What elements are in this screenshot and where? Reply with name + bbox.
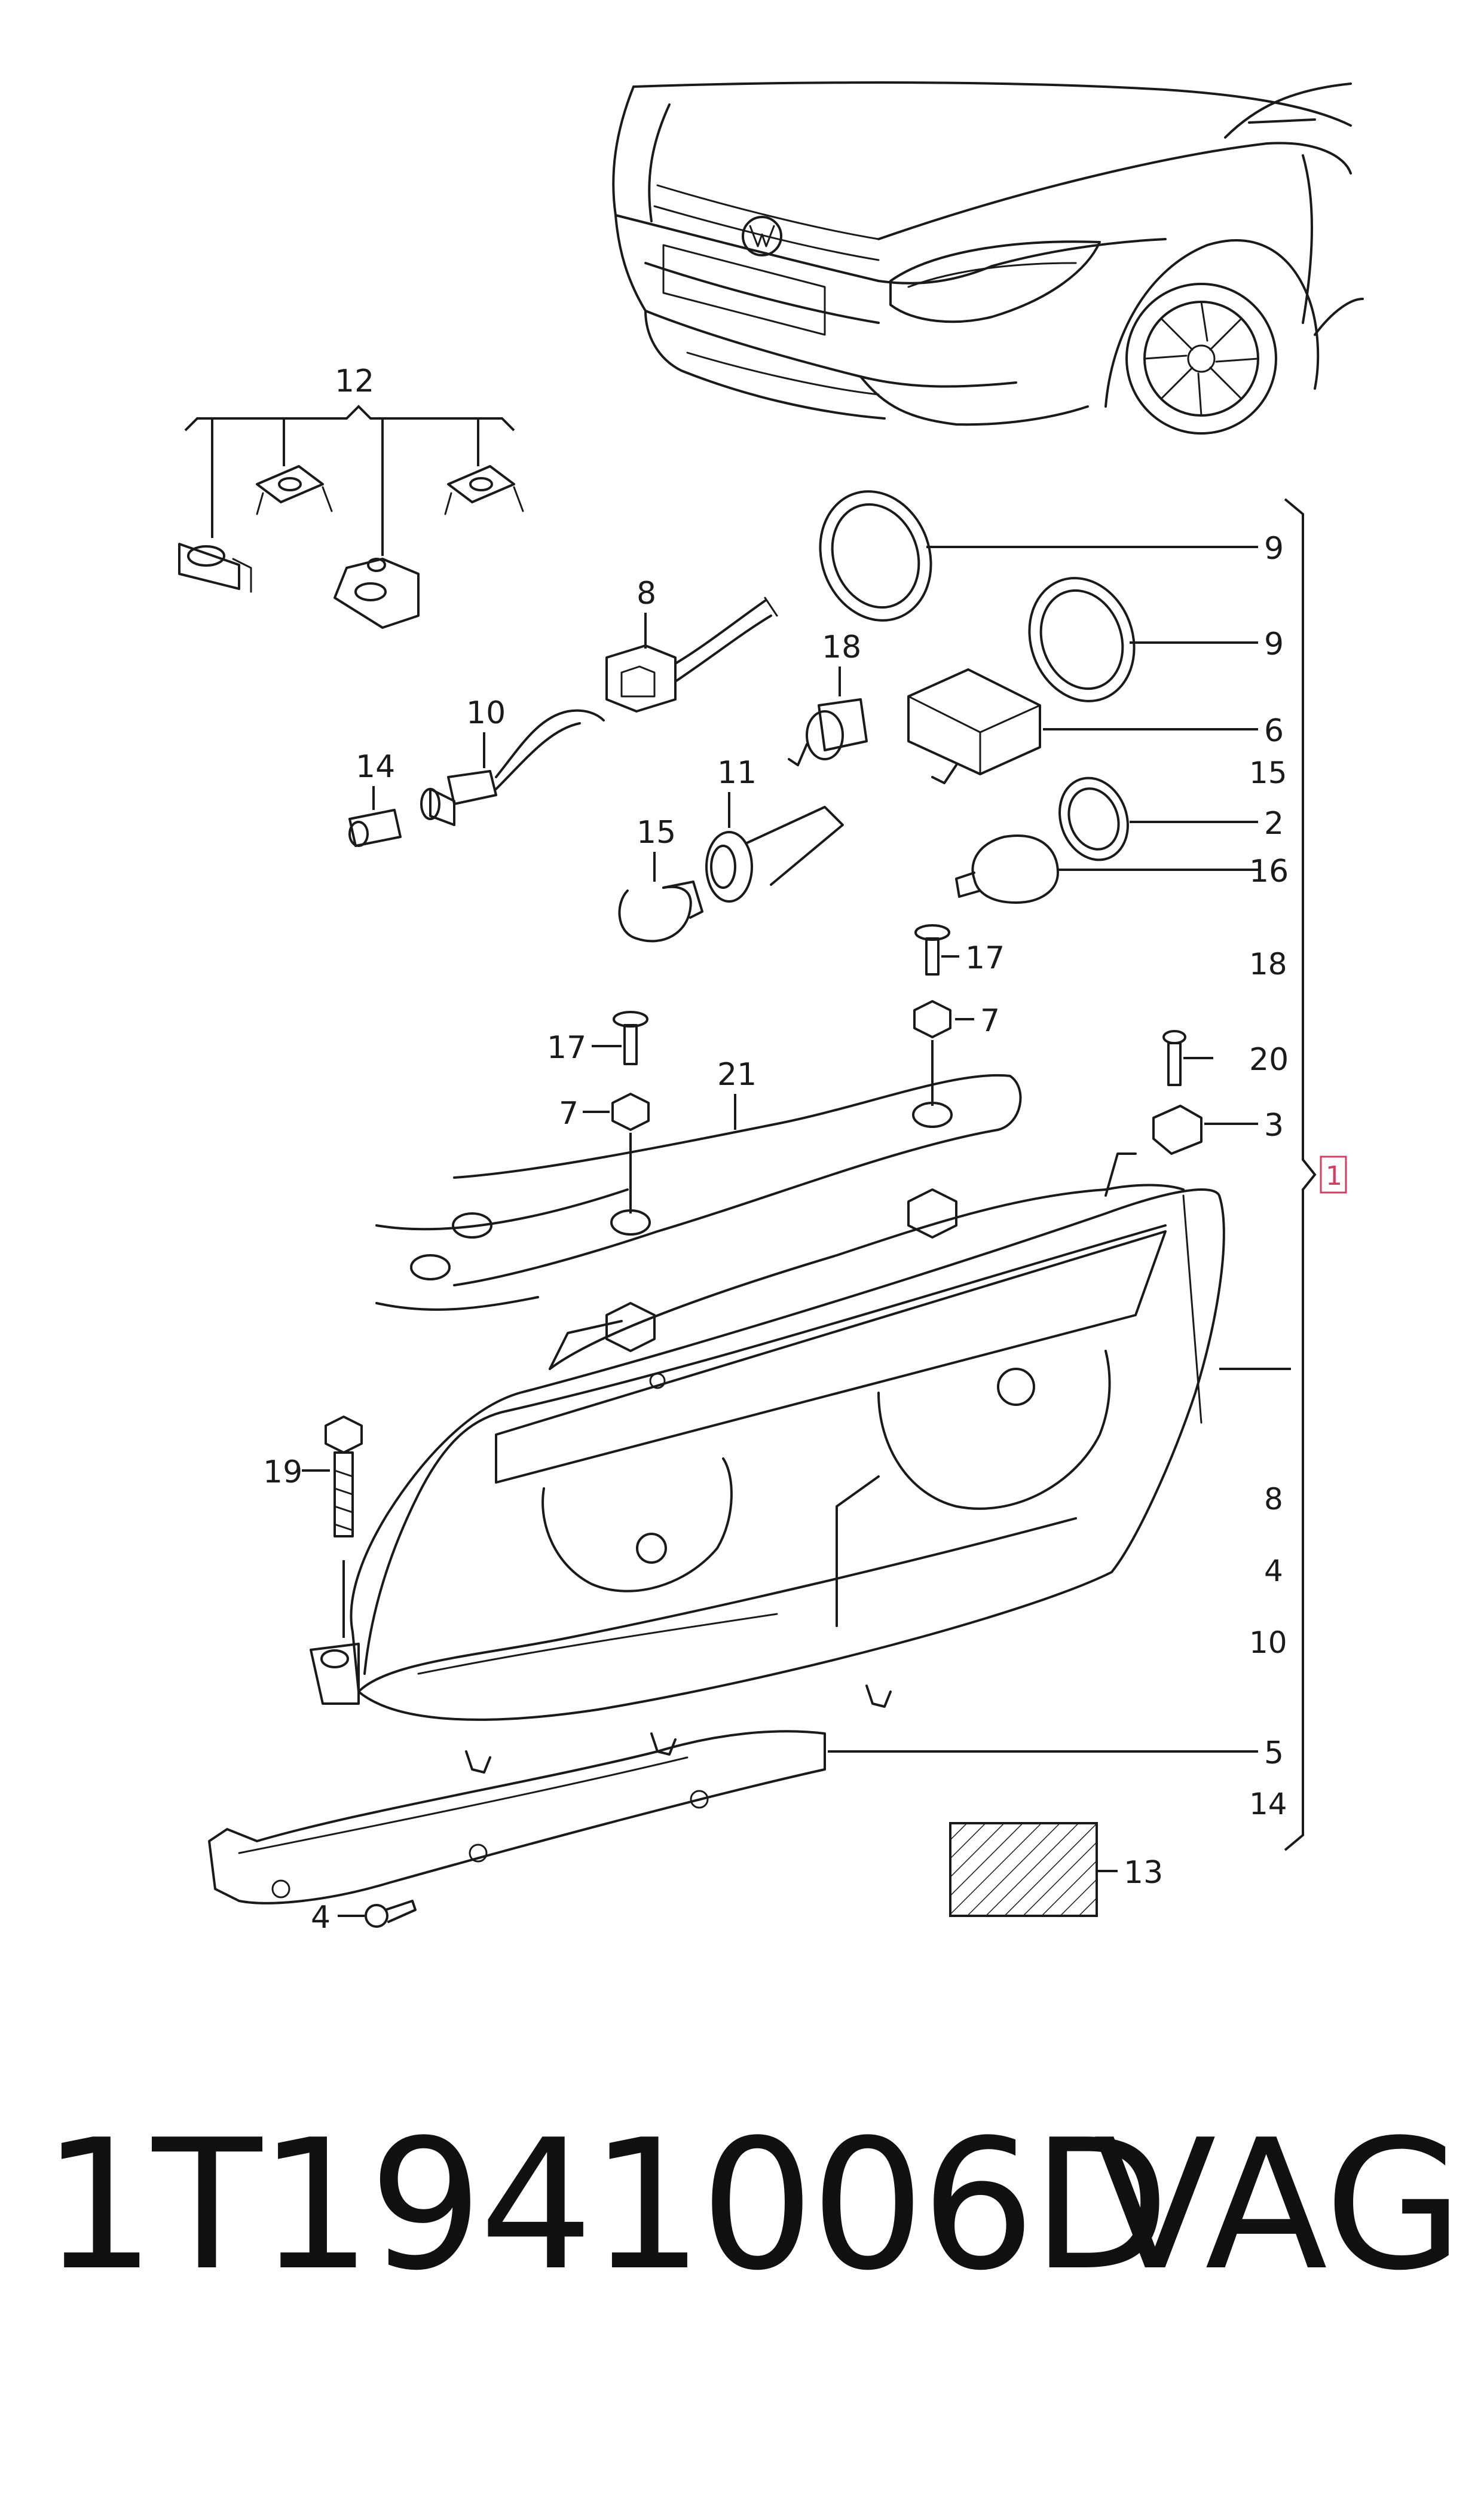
part-20-screw bbox=[1162, 1030, 1213, 1086]
callout-15: 15 bbox=[637, 815, 676, 851]
callout-13: 13 bbox=[1124, 1855, 1163, 1891]
callout-7-upper: 7 bbox=[980, 1003, 1000, 1039]
callout-11: 11 bbox=[717, 755, 757, 791]
callout-17-upper: 17 bbox=[965, 940, 1005, 976]
assembly-label: 1 bbox=[1326, 1161, 1342, 1191]
sublist-item: 15 bbox=[1249, 756, 1287, 790]
part-16-bulb bbox=[955, 834, 1258, 904]
callout-18: 18 bbox=[822, 629, 861, 665]
callout-8: 8 bbox=[637, 576, 656, 612]
callout-17-lower: 17 bbox=[547, 1030, 586, 1066]
callout-16: 16 bbox=[1249, 854, 1289, 889]
sublist-item: 18 bbox=[1249, 947, 1287, 982]
callout-5: 5 bbox=[1264, 1735, 1284, 1771]
assembly-label-box bbox=[1320, 1155, 1347, 1194]
callout-9-upper: 9 bbox=[1264, 531, 1284, 567]
brand-name: VAG bbox=[1094, 2101, 1464, 2310]
sublist-item: 10 bbox=[1249, 1625, 1287, 1660]
part-19-bolt bbox=[302, 1416, 363, 1638]
sublist-item: 4 bbox=[1264, 1554, 1283, 1588]
callout-14: 14 bbox=[356, 749, 395, 785]
part-4-screw bbox=[338, 1900, 417, 1928]
part-number: 1T1941006D bbox=[42, 2101, 1170, 2310]
callout-3: 3 bbox=[1264, 1108, 1284, 1144]
callout-12: 12 bbox=[335, 363, 374, 399]
part-6-motor bbox=[907, 668, 1258, 784]
callout-7-lower: 7 bbox=[559, 1096, 579, 1132]
part-7-nut-lower bbox=[583, 1093, 650, 1213]
part-5-lower-bracket bbox=[208, 1730, 1258, 1904]
car-front-illustration bbox=[612, 81, 1364, 435]
callout-9-lower: 9 bbox=[1264, 626, 1284, 662]
part-10-harness bbox=[420, 709, 605, 826]
sublist-item: 14 bbox=[1249, 1787, 1287, 1821]
callout-10: 10 bbox=[466, 695, 506, 731]
assembly-sublist: 15 18 8 4 10 14 1 bbox=[1249, 756, 1342, 1821]
callout-20: 20 bbox=[1249, 1042, 1289, 1078]
part-13-sticker bbox=[949, 1822, 1118, 1917]
part-3-clip bbox=[1152, 1105, 1258, 1155]
callout-labels: 12 8 10 14 18 11 15 9 9 6 2 16 17 7 17 7… bbox=[263, 363, 1289, 1936]
part-21-panel bbox=[375, 1074, 1022, 1311]
callout-6: 6 bbox=[1264, 713, 1284, 749]
assembly-bracket bbox=[1284, 498, 1347, 1851]
part-11-socket bbox=[705, 792, 844, 903]
headlight-housing bbox=[310, 1152, 1291, 1774]
part-8-connector bbox=[605, 597, 778, 713]
part-14-bulb bbox=[348, 786, 402, 847]
part-17-screw-lower bbox=[592, 1011, 648, 1065]
part-2-cap bbox=[1058, 776, 1258, 861]
callout-19: 19 bbox=[263, 1454, 302, 1490]
callout-21: 21 bbox=[717, 1057, 757, 1093]
part-18-bulb bbox=[788, 667, 868, 766]
part-15-bulb bbox=[618, 852, 703, 943]
part-9-rings bbox=[819, 490, 1258, 702]
callout-2: 2 bbox=[1264, 806, 1284, 842]
part-17-screw-upper bbox=[914, 924, 959, 976]
callout-4: 4 bbox=[311, 1900, 331, 1936]
part-7-nut-upper bbox=[913, 1000, 974, 1106]
sublist-item: 8 bbox=[1264, 1482, 1283, 1517]
part-12-brackets bbox=[178, 405, 524, 629]
